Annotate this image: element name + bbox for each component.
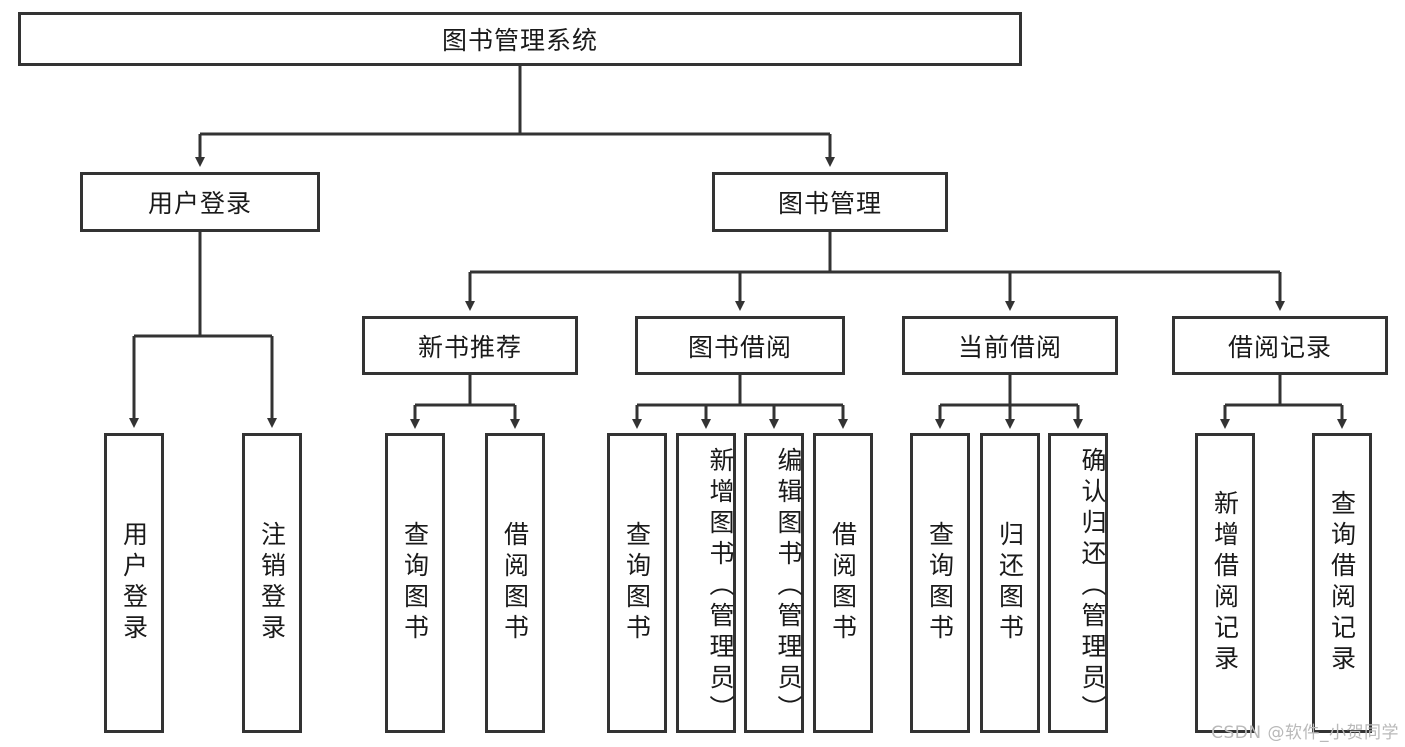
leaf-br-add-record[interactable]: 新增借阅记录 [1195, 433, 1255, 733]
leaf-bb-borrow-book[interactable]: 借阅图书 [813, 433, 873, 733]
leaf-bb-edit-book[interactable]: 编辑图书（管理员） [744, 433, 804, 733]
leaf-nb-borrow-book[interactable]: 借阅图书 [485, 433, 545, 733]
leaf-bb-query-book[interactable]: 查询图书 [607, 433, 667, 733]
node-book-management[interactable]: 图书管理 [712, 172, 948, 232]
node-book-management-label: 图书管理 [777, 189, 882, 218]
leaf-bb-add-book[interactable]: 新增图书（管理员） [676, 433, 736, 733]
leaf-bb-add-book-label: 新增图书（管理员） [706, 446, 735, 726]
leaf-cb-query-book[interactable]: 查询图书 [910, 433, 970, 733]
leaf-nb-query-book[interactable]: 查询图书 [385, 433, 445, 733]
node-root-system-label: 图书管理系统 [441, 26, 598, 55]
node-book-borrow-label: 图书借阅 [687, 332, 792, 362]
leaf-cb-query-book-label: 查询图书 [925, 521, 955, 645]
node-current-borrow[interactable]: 当前借阅 [902, 316, 1118, 375]
leaf-user-login-label: 用户登录 [119, 521, 149, 645]
leaf-cb-return-book-label: 归还图书 [995, 521, 1025, 645]
csdn-watermark: CSDN @软件_小贺同学 [1211, 723, 1399, 743]
leaf-cb-confirm-return[interactable]: 确认归还（管理员） [1048, 433, 1108, 733]
leaf-bb-query-book-label: 查询图书 [622, 521, 652, 645]
leaf-bb-borrow-book-label: 借阅图书 [828, 521, 858, 645]
leaf-nb-borrow-book-label: 借阅图书 [500, 521, 530, 645]
node-new-book-recommend-label: 新书推荐 [417, 332, 522, 362]
leaf-logout-label: 注销登录 [257, 521, 287, 645]
node-borrow-record[interactable]: 借阅记录 [1172, 316, 1388, 375]
leaf-br-query-record-label: 查询借阅记录 [1327, 490, 1357, 676]
node-borrow-record-label: 借阅记录 [1227, 332, 1332, 362]
node-current-borrow-label: 当前借阅 [957, 332, 1062, 362]
leaf-cb-confirm-return-label: 确认归还（管理员） [1078, 446, 1107, 726]
node-root-system[interactable]: 图书管理系统 [18, 12, 1022, 66]
leaf-user-login[interactable]: 用户登录 [104, 433, 164, 733]
leaf-bb-edit-book-label: 编辑图书（管理员） [774, 446, 803, 726]
node-user-login-label: 用户登录 [147, 189, 252, 218]
leaf-br-query-record[interactable]: 查询借阅记录 [1312, 433, 1372, 733]
leaf-cb-return-book[interactable]: 归还图书 [980, 433, 1040, 733]
node-new-book-recommend[interactable]: 新书推荐 [362, 316, 578, 375]
node-user-login[interactable]: 用户登录 [80, 172, 320, 232]
leaf-logout[interactable]: 注销登录 [242, 433, 302, 733]
leaf-nb-query-book-label: 查询图书 [400, 521, 430, 645]
node-book-borrow[interactable]: 图书借阅 [635, 316, 845, 375]
leaf-br-add-record-label: 新增借阅记录 [1210, 490, 1240, 676]
